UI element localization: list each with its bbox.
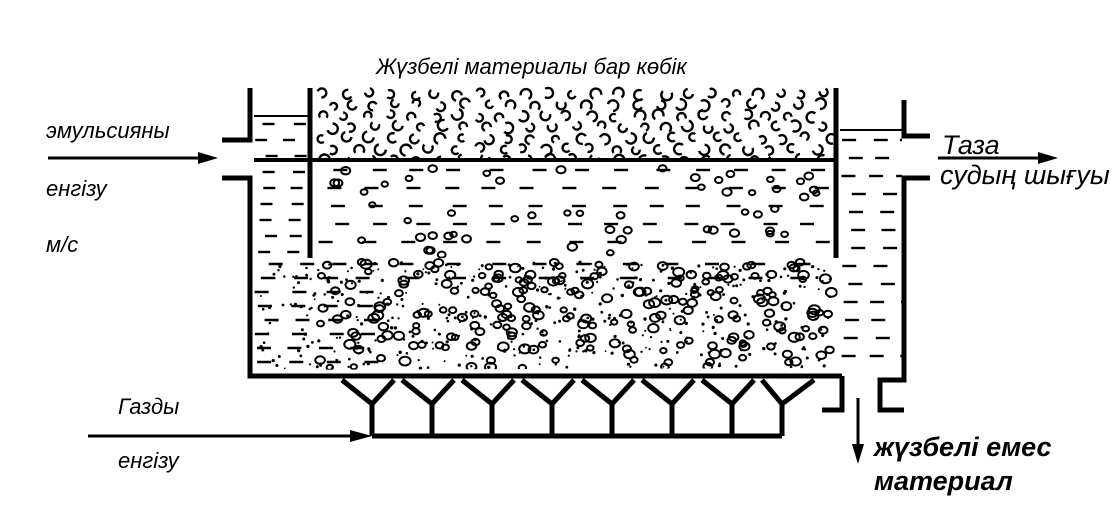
right-wall-upper — [901, 100, 930, 139]
bubble-zone — [254, 258, 838, 370]
water-layer — [318, 164, 830, 258]
gas-label-line1: Газды — [118, 394, 180, 419]
clean-water-outlet-arrow — [938, 152, 1058, 164]
gas-nozzles — [340, 378, 816, 436]
froth-label: Жүзбелі материалы бар көбік — [376, 54, 687, 79]
clean-water-label-line2: судың шығуы — [940, 160, 1110, 190]
left-wall-upper — [222, 88, 253, 143]
sludge-outlet — [822, 376, 845, 413]
gas-distributor — [340, 378, 816, 439]
right-water-channel — [841, 138, 902, 358]
sludge-outlet-arrow — [852, 398, 864, 464]
emulsion-inlet-arrow — [48, 152, 218, 164]
clean-water-label-line1: Таза — [942, 130, 1000, 160]
gas-inlet-arrow — [88, 430, 372, 442]
right-wall-lower — [877, 175, 930, 413]
emulsion-label-line3: м/с — [46, 232, 79, 257]
left-wall-lower-and-bottom — [222, 175, 842, 379]
gas-label-line2: енгізу — [118, 448, 179, 473]
tank-walls — [222, 88, 930, 413]
left-water-channel — [255, 122, 307, 254]
froth-layer — [316, 86, 834, 160]
flow-arrows — [48, 152, 1058, 464]
emulsion-label-line1: эмульсияны — [46, 118, 170, 143]
emulsion-label-line2: енгізу — [46, 176, 107, 201]
non-floating-label-line1: жүзбелі емес — [874, 432, 1052, 462]
non-floating-label-line2: материал — [874, 466, 1013, 496]
